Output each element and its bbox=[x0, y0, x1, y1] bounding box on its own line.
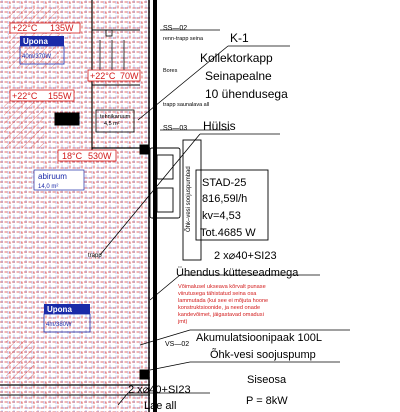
ohk-label: Õhk-vesi soojuspump bbox=[210, 348, 316, 361]
pipe-upper-label: 2 x⌀40+SI23 bbox=[214, 250, 277, 262]
red-note-4: konstruktsioonide, ja need onade bbox=[178, 305, 260, 311]
hall-tag bbox=[33, 169, 85, 191]
k1-desc-3: 10 ühendusega bbox=[205, 87, 288, 101]
stad-line-1: STAD-25 bbox=[202, 177, 246, 189]
center-room-name: trapp bbox=[88, 253, 102, 259]
note-trapp-seina: renn-trapp seina bbox=[163, 36, 204, 42]
akum-label: Akumulatsioonipaak 100L bbox=[196, 332, 322, 344]
tech-room-name: tehnikaruum bbox=[100, 114, 131, 120]
hulsis-label: Hülsis bbox=[203, 119, 236, 133]
room-upper-pipe: 40m/370W bbox=[22, 54, 51, 60]
lae-all-label: Lae all bbox=[144, 400, 176, 412]
red-note-5: kandevõimet, jäigastavad omadusi bbox=[178, 312, 264, 318]
red-note-1: Võimalusel ukseava kõrvalt punase bbox=[178, 284, 266, 290]
room-mid-right-temp: +22°C bbox=[90, 71, 116, 81]
section-ss02: SS—02 bbox=[163, 25, 187, 32]
room-lower-pipe: 4m/380W bbox=[46, 322, 72, 328]
hall-temp: 18°C bbox=[62, 151, 83, 161]
storage-tank-rect bbox=[149, 147, 181, 219]
red-note-2: viirutusega tähistatud seina osa bbox=[178, 291, 257, 297]
hall-area: 14,0 m² bbox=[38, 184, 58, 190]
k1-desc-1: Kollektorkapp bbox=[200, 51, 273, 65]
note-sauna-all: trapp saunalava all bbox=[163, 102, 209, 108]
note-vertical-unit: Õhk–vesi soojuspumbad bbox=[185, 166, 192, 232]
section-vs02: VS—02 bbox=[165, 341, 189, 348]
tech-room-area: 4,5 m² bbox=[104, 121, 120, 127]
hall-name: abiruum bbox=[38, 172, 67, 181]
k1-desc-2: Seinapealne bbox=[205, 69, 272, 83]
hall-power: 530W bbox=[88, 151, 112, 161]
note-boxes: Bores bbox=[163, 68, 178, 74]
leader-lines bbox=[99, 45, 350, 406]
red-note-6: jmt) bbox=[177, 319, 187, 325]
room-upper-name: Upona bbox=[23, 37, 48, 46]
room-mid-left-power: 155W bbox=[48, 91, 72, 101]
section-ss03: SS—03 bbox=[163, 125, 187, 132]
power-label: P = 8kW bbox=[246, 395, 288, 407]
k1-code: K-1 bbox=[230, 31, 249, 45]
uhendus-label: Ühendus kütteseadmega bbox=[176, 267, 299, 279]
room-mid-left-temp: +22°C bbox=[12, 91, 38, 101]
stad-line-2: 816,59l/h bbox=[202, 193, 247, 205]
room-upper-power: 135W bbox=[50, 23, 74, 33]
equipment bbox=[149, 29, 230, 261]
lower-room-tag bbox=[44, 304, 90, 314]
red-note-3: lammutada (kui see ei mõjuta hoone bbox=[178, 298, 268, 304]
stad-line-4: Tot.4685 W bbox=[200, 227, 256, 239]
room-lower-name: Upona bbox=[47, 305, 72, 314]
heat-pump-unit bbox=[182, 139, 202, 261]
room-mid-right-power: 70W bbox=[120, 71, 139, 81]
room-tags bbox=[19, 36, 91, 333]
upper-room-tag bbox=[20, 36, 64, 46]
temperature-tags bbox=[9, 22, 141, 162]
pipe-lower-label: 2 x⌀40+SI23 bbox=[128, 384, 191, 396]
room-upper-temp: +22°C bbox=[12, 23, 38, 33]
siseosa-label: Siseosa bbox=[247, 374, 287, 386]
floor-heating-loops bbox=[0, 0, 150, 412]
demolish-wall-hatch bbox=[6, 340, 34, 380]
stad-line-3: kv=4,53 bbox=[202, 210, 241, 222]
